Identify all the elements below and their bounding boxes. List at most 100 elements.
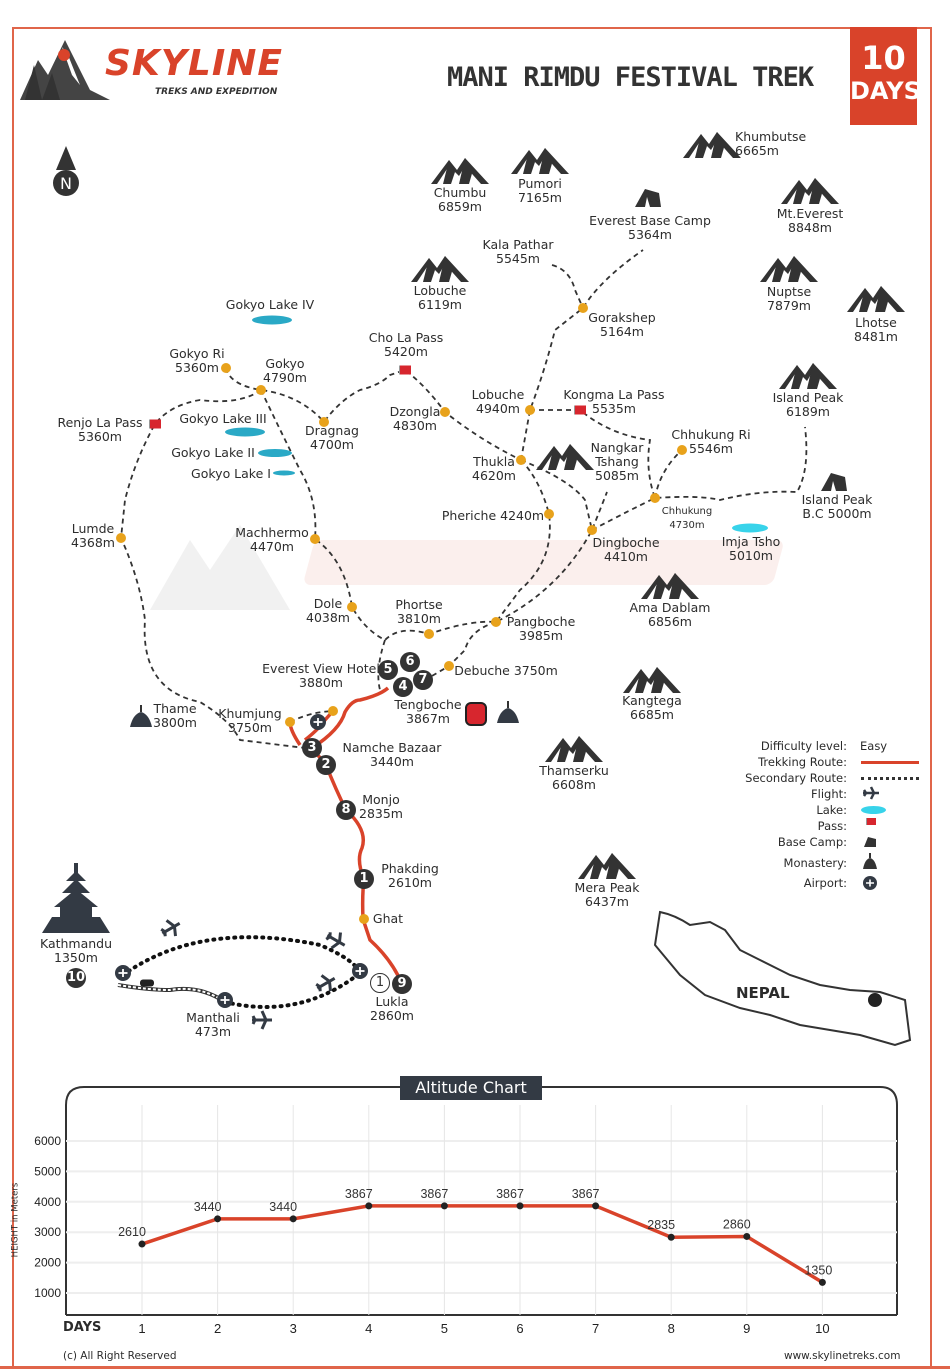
x-tick-label: 9 <box>743 1321 750 1336</box>
y-tick-label: 5000 <box>34 1164 61 1178</box>
data-point <box>818 1278 826 1286</box>
day-marker: 6 <box>400 652 420 672</box>
place-label-name: Machhermo <box>235 525 309 540</box>
x-tick-label: 10 <box>815 1321 829 1336</box>
plane-icon <box>862 786 879 800</box>
mountain-icon <box>683 130 741 162</box>
monastery-icon <box>863 853 877 869</box>
data-label: 3867 <box>572 1187 600 1201</box>
place-label-elevation: 3750m <box>227 720 272 735</box>
peak-label-name: Nuptse <box>766 284 812 299</box>
peak-label-elevation: 6189m <box>786 404 830 419</box>
place-label-elevation: 5364m <box>628 227 672 242</box>
place-label-elevation: 5164m <box>600 324 644 339</box>
place-label-name: Gokyo Lake IV <box>225 297 315 312</box>
copyright: (c) All Right Reserved <box>63 1350 177 1362</box>
day-marker: 7 <box>413 670 433 690</box>
peak-label-elevation: 7879m <box>767 298 811 313</box>
legend-difficulty-value: Easy <box>860 739 888 753</box>
place-label-name: Lobuche <box>471 387 525 402</box>
chart-ylabel: HEIGHT in Meters <box>10 1182 21 1258</box>
logo-mountain-icon <box>20 40 110 100</box>
data-label: 3440 <box>269 1200 297 1214</box>
place-label-elevation: 5546m <box>688 441 733 456</box>
trail-point-dot <box>328 706 338 716</box>
legend-trekking-label: Trekking Route: <box>758 755 847 769</box>
peak-label-elevation: 7165m <box>518 190 562 205</box>
place-label-name: Dragnag <box>305 423 359 438</box>
lake-icon <box>252 315 292 325</box>
place-label-elevation: 4410m <box>604 549 648 564</box>
peak-label-name: Ama Dablam <box>629 600 711 615</box>
data-point <box>365 1202 373 1210</box>
place-label-elevation: 1350m <box>53 950 98 965</box>
peak-label-name: Thamserku <box>539 763 609 778</box>
peak-label-name: Pumori <box>518 176 562 191</box>
pass-flag-icon <box>574 405 586 415</box>
trail-point-dot <box>491 617 501 627</box>
data-point <box>138 1240 146 1248</box>
page-title: MANI RIMDU FESTIVAL TREK <box>447 62 814 93</box>
place-label-elevation: 4368m <box>71 535 115 550</box>
peak-label-name: Island Peak <box>772 390 844 405</box>
peak-label-elevation: 6859m <box>437 199 482 214</box>
peak-label-name: Khumbutse <box>735 129 807 144</box>
day-marker: 1 <box>370 973 390 993</box>
place-label-name: Gokyo Ri <box>169 346 225 361</box>
place-label-elevation: 2835m <box>359 806 403 821</box>
place-label-name: Phakding <box>381 861 439 876</box>
peak-label-elevation: 8848m <box>788 220 832 235</box>
trail-point-dot <box>440 407 450 417</box>
peak-label-elevation: 5085m <box>595 468 639 483</box>
x-tick-label: 6 <box>516 1321 523 1336</box>
day-marker: 5 <box>378 660 398 680</box>
place-label-elevation: 3867m <box>405 711 450 726</box>
mountain-icon <box>779 361 837 393</box>
data-label: 3440 <box>194 1200 222 1214</box>
altitude-line <box>141 1204 824 1284</box>
place-label-elevation: 4830m <box>392 418 437 433</box>
pass-flag-icon <box>399 365 411 375</box>
x-tick-label: 5 <box>441 1321 448 1336</box>
place-label-name: Imja Tsho <box>721 534 781 549</box>
mountain-icon <box>536 442 594 474</box>
data-point <box>214 1215 222 1223</box>
day-marker: 8 <box>336 800 356 820</box>
trail-point-dot <box>516 455 526 465</box>
mountain-icon <box>431 156 489 188</box>
peak-label-name: Kangtega <box>622 693 682 708</box>
place-label: Gokyo Lake II <box>171 446 255 460</box>
place-label: Gokyo Lake IV <box>226 298 314 312</box>
place-label-elevation: 5360m <box>175 360 219 375</box>
place-label-elevation: 5360m <box>78 429 122 444</box>
mountain-icon <box>781 176 839 208</box>
place-label-elevation: 3810m <box>396 611 441 626</box>
airport-icon <box>352 963 368 983</box>
data-point <box>516 1202 524 1210</box>
place-label-elevation: 5420m <box>384 344 428 359</box>
place-label-name: Lukla <box>375 994 409 1009</box>
trail-point-dot <box>444 661 454 671</box>
peak-label-name: Lhotse <box>855 315 897 330</box>
place-label: Gokyo Lake III <box>179 412 266 426</box>
data-label: 3867 <box>496 1187 524 1201</box>
website-link[interactable]: www.skylinetreks.com <box>784 1350 901 1362</box>
place-label-name: Gokyo Lake II <box>171 445 255 460</box>
place-label-elevation: 4470m <box>249 539 294 554</box>
airport-icon <box>217 992 233 1012</box>
place-label-name: Pheriche 4240m <box>441 508 545 523</box>
lake-icon <box>273 470 295 476</box>
place-label-name: Kathmandu <box>39 936 113 951</box>
legend-secondary-label: Secondary Route: <box>745 771 847 785</box>
